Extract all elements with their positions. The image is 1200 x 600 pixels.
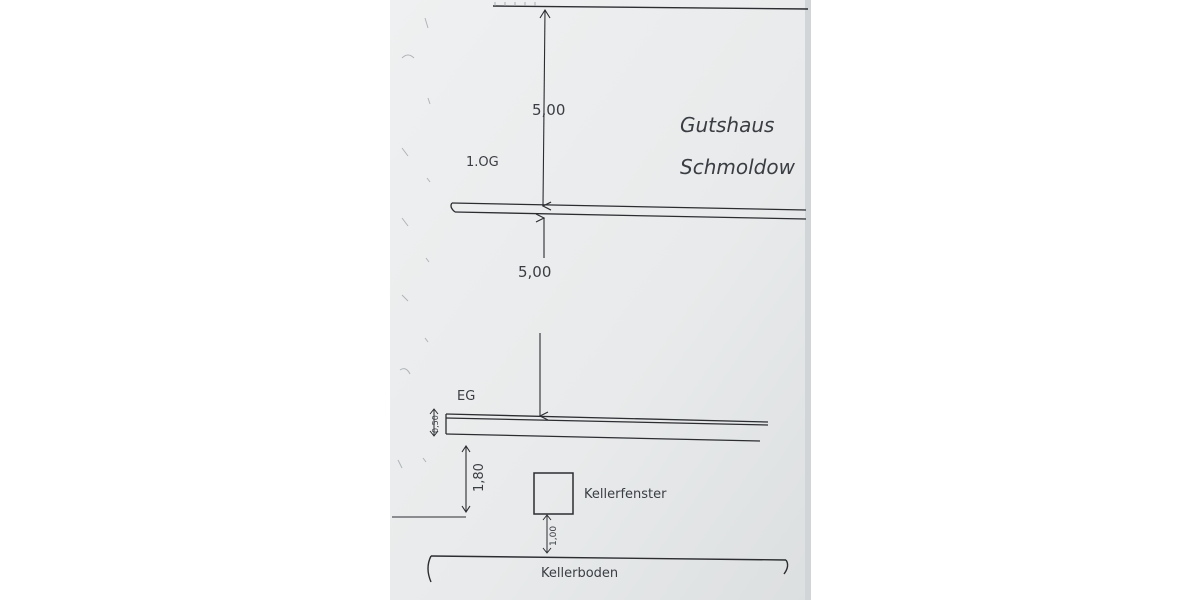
ground-floor-slab: [445, 413, 769, 442]
upper-floor-label: 1.OG: [466, 155, 499, 170]
cellar-window: [533, 472, 574, 515]
basement-floor-label: Kellerboden: [541, 566, 618, 581]
title-line2: Schmoldow: [680, 155, 796, 179]
ruler-marks: [397, 17, 431, 469]
slab-thickness-dimension: [429, 408, 439, 437]
cellar-window-label: Kellerfenster: [584, 487, 667, 502]
ground-floor-label: EG: [457, 389, 475, 404]
ground-height-label: 5,00: [518, 263, 551, 281]
slab-thickness-label: 0,50: [431, 415, 440, 433]
upper-height-label: 5,00: [532, 101, 565, 119]
window-offset-dimension: [461, 445, 471, 513]
title-line1: Gutshaus: [680, 113, 774, 137]
window-offset-label: 1,80: [472, 463, 487, 492]
upper-height-arrow: [543, 9, 545, 206]
top-ceiling-line: [492, 5, 809, 10]
window-sill-label: 1,00: [549, 526, 559, 546]
upper-floor-slab: [450, 202, 807, 220]
basement-floor-line: [427, 555, 789, 583]
upper-height-arrow-top: [539, 8, 551, 19]
paper-shadow-right: [805, 0, 811, 600]
window-sill-dimension: [542, 514, 552, 554]
paper-sheet: [390, 0, 810, 600]
top-tick-marks: [494, 2, 536, 6]
